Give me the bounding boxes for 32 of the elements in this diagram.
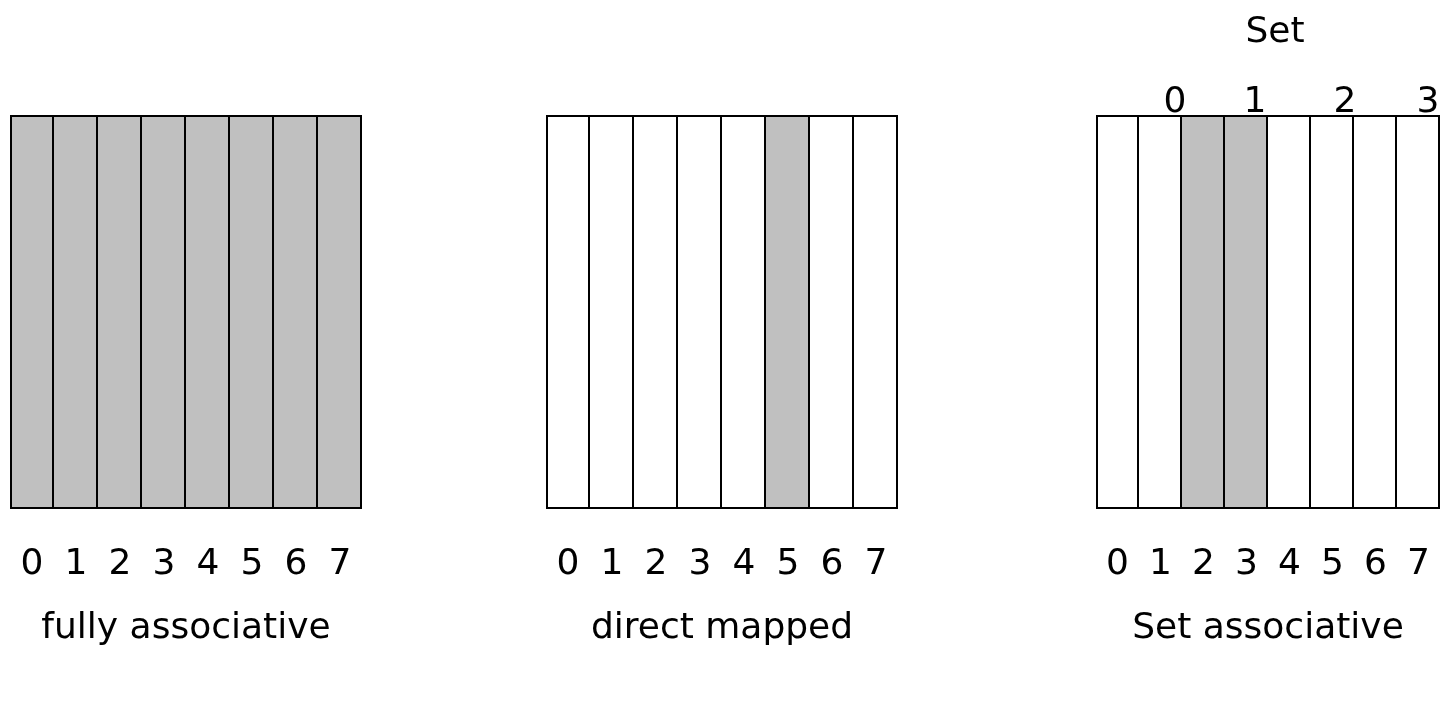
line-number: 2 [1192,542,1215,582]
line-number: 4 [732,542,756,582]
line-number: 1 [600,542,624,582]
line-number: 0 [1106,542,1129,582]
line-number: 1 [1149,542,1172,582]
set-heading: Set [1245,10,1305,50]
line-number: 7 [864,542,888,582]
line-number: 3 [688,542,712,582]
line-number: 5 [1321,542,1344,582]
set-number: 1 [1243,80,1267,120]
line-number: 5 [776,542,800,582]
line-number: 3 [1235,542,1258,582]
set-number: 2 [1333,80,1357,120]
line-number: 7 [1407,542,1430,582]
line-number: 6 [284,542,308,582]
line-number: 5 [240,542,264,582]
line-number: 6 [1364,542,1387,582]
line-number: 1 [64,542,88,582]
line-number: 2 [644,542,668,582]
line-number: 4 [1278,542,1301,582]
cache-type-caption: Set associative [1132,604,1404,648]
line-number: 0 [20,542,44,582]
cache-type-caption: fully associative [41,604,331,648]
line-number: 7 [328,542,352,582]
line-number: 4 [196,542,220,582]
line-number: 0 [556,542,580,582]
set-number: 0 [1163,80,1187,120]
line-number: 3 [152,542,176,582]
set-number: 3 [1416,80,1440,120]
line-number: 6 [820,542,844,582]
line-number: 2 [108,542,132,582]
cache-type-caption: direct mapped [590,604,854,648]
